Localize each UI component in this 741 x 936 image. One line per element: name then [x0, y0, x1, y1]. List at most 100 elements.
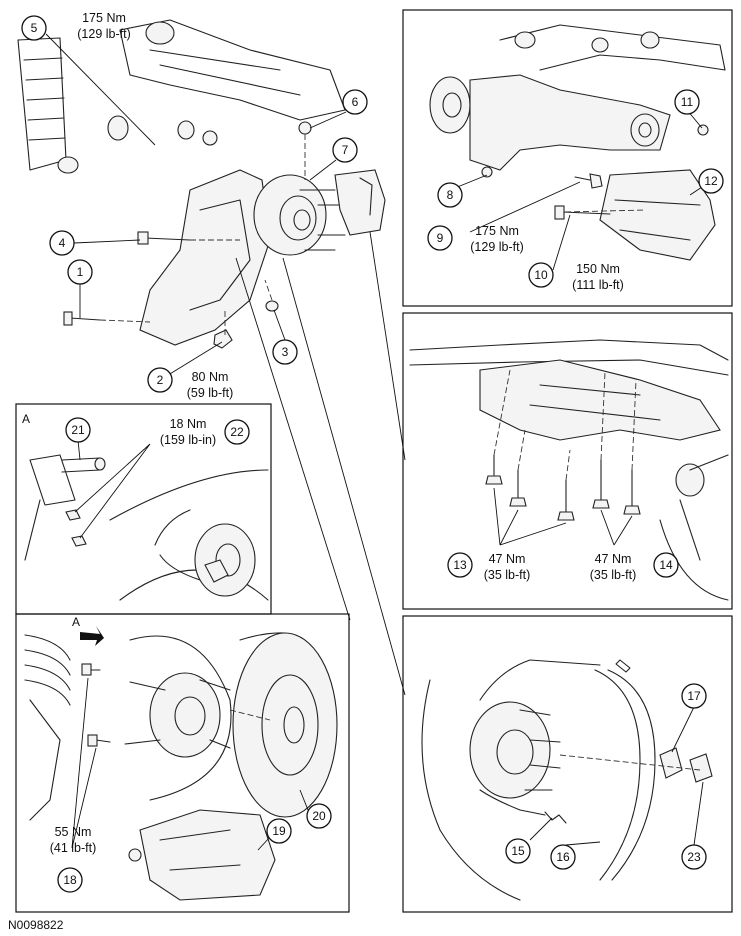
svg-text:16: 16 [556, 850, 570, 864]
leader-6 [309, 111, 347, 129]
svg-text:12: 12 [704, 174, 718, 188]
svg-text:9: 9 [437, 231, 444, 245]
panel-lower-arm [402, 9, 733, 307]
svg-text:(35 lb-ft): (35 lb-ft) [590, 568, 637, 582]
callout-7: 7 [332, 137, 358, 163]
callout-17: 17 [681, 683, 707, 709]
svg-text:175 Nm: 175 Nm [475, 224, 519, 238]
leader-10 [552, 214, 571, 271]
leader-13 [493, 487, 567, 546]
leader-to-shield-panel [369, 231, 406, 461]
leader-7 [309, 159, 337, 181]
callout-19: 19 [266, 818, 292, 844]
svg-text:175 Nm: 175 Nm [82, 11, 126, 25]
panel-shield-bolts [402, 312, 733, 610]
callout-23: 23 [681, 844, 707, 870]
view-a-label: A [22, 412, 30, 426]
shield-drawing [409, 339, 729, 601]
leader-to-brake-panel [282, 257, 406, 696]
svg-text:2: 2 [157, 373, 164, 387]
torque-14: 47 Nm (35 lb-ft) [590, 552, 637, 582]
callout-15: 15 [505, 838, 531, 864]
callout-8: 8 [437, 182, 463, 208]
view-a-arrow [80, 626, 104, 646]
svg-text:15: 15 [511, 844, 525, 858]
callout-12: 12 [698, 168, 724, 194]
torque-13: 47 Nm (35 lb-ft) [484, 552, 531, 582]
callout-10: 10 [528, 262, 554, 288]
view-a-arrow-label: A [72, 615, 80, 629]
svg-text:18: 18 [63, 873, 77, 887]
leader-9 [469, 181, 581, 233]
svg-text:19: 19 [272, 824, 286, 838]
svg-text:1: 1 [77, 265, 84, 279]
main-knuckle-assembly [17, 19, 386, 349]
callout-4: 4 [49, 230, 75, 256]
svg-text:(35 lb-ft): (35 lb-ft) [484, 568, 531, 582]
leader-18 [71, 677, 97, 849]
leader-20 [299, 789, 309, 811]
panel-parking-brake [402, 615, 733, 913]
svg-text:(129 lb-ft): (129 lb-ft) [470, 240, 524, 254]
figure-id: N0098822 [8, 918, 64, 932]
svg-text:13: 13 [453, 558, 467, 572]
callout-5: 5 [21, 15, 47, 41]
leader-3 [273, 309, 286, 341]
svg-text:(111 lb-ft): (111 lb-ft) [572, 278, 624, 292]
leader-5 [45, 33, 156, 146]
torque-22: 18 Nm (159 lb-in) [160, 417, 216, 447]
svg-text:(41 lb-ft): (41 lb-ft) [50, 841, 97, 855]
leader-16 [565, 841, 601, 846]
svg-text:150 Nm: 150 Nm [576, 262, 620, 276]
callout-1: 1 [67, 259, 93, 285]
leader-19 [257, 836, 271, 851]
torque-18: 55 Nm (41 lb-ft) [50, 825, 97, 855]
svg-text:47 Nm: 47 Nm [595, 552, 632, 566]
torque-9: 175 Nm (129 lb-ft) [470, 224, 524, 254]
leader-15 [529, 817, 553, 841]
callout-22: 22 [224, 419, 250, 445]
torque-2: 80 Nm (59 lb-ft) [187, 370, 234, 400]
svg-text:18 Nm: 18 Nm [170, 417, 207, 431]
callout-6: 6 [342, 89, 368, 115]
svg-text:55 Nm: 55 Nm [55, 825, 92, 839]
svg-text:23: 23 [687, 850, 701, 864]
svg-text:14: 14 [659, 558, 673, 572]
svg-text:4: 4 [59, 236, 66, 250]
callout-9: 9 [427, 225, 453, 251]
leader-23 [693, 781, 704, 846]
leader-4 [73, 239, 141, 244]
callout-18: 18 [57, 867, 83, 893]
leader-to-rotor-panel [235, 257, 351, 621]
svg-text:5: 5 [31, 21, 38, 35]
leader-22 [74, 443, 151, 539]
torque-5: 175 Nm (129 lb-ft) [77, 11, 131, 41]
svg-text:(159 lb-in): (159 lb-in) [160, 433, 216, 447]
svg-text:3: 3 [282, 345, 289, 359]
svg-text:(129 lb-ft): (129 lb-ft) [77, 27, 131, 41]
torque-10: 150 Nm (111 lb-ft) [572, 262, 624, 292]
callout-14: 14 [653, 552, 679, 578]
callout-20: 20 [306, 803, 332, 829]
callout-2: 2 [147, 367, 173, 393]
callout-11: 11 [674, 89, 700, 115]
callout-13: 13 [447, 552, 473, 578]
svg-text:17: 17 [687, 689, 701, 703]
callout-3: 3 [272, 339, 298, 365]
svg-text:(59 lb-ft): (59 lb-ft) [187, 386, 234, 400]
panel-brake-rotor [15, 613, 350, 913]
svg-text:10: 10 [534, 268, 548, 282]
svg-text:6: 6 [352, 95, 359, 109]
lower-arm-drawing [429, 24, 726, 261]
svg-text:8: 8 [447, 188, 454, 202]
svg-text:7: 7 [342, 143, 349, 157]
parking-brake-drawing [421, 659, 713, 901]
callout-16: 16 [550, 844, 576, 870]
svg-text:11: 11 [681, 95, 694, 109]
callout-21: 21 [65, 417, 91, 443]
svg-text:47 Nm: 47 Nm [489, 552, 526, 566]
view-a-drawing [24, 454, 269, 601]
svg-text:80 Nm: 80 Nm [192, 370, 229, 384]
leader-21 [77, 439, 81, 461]
